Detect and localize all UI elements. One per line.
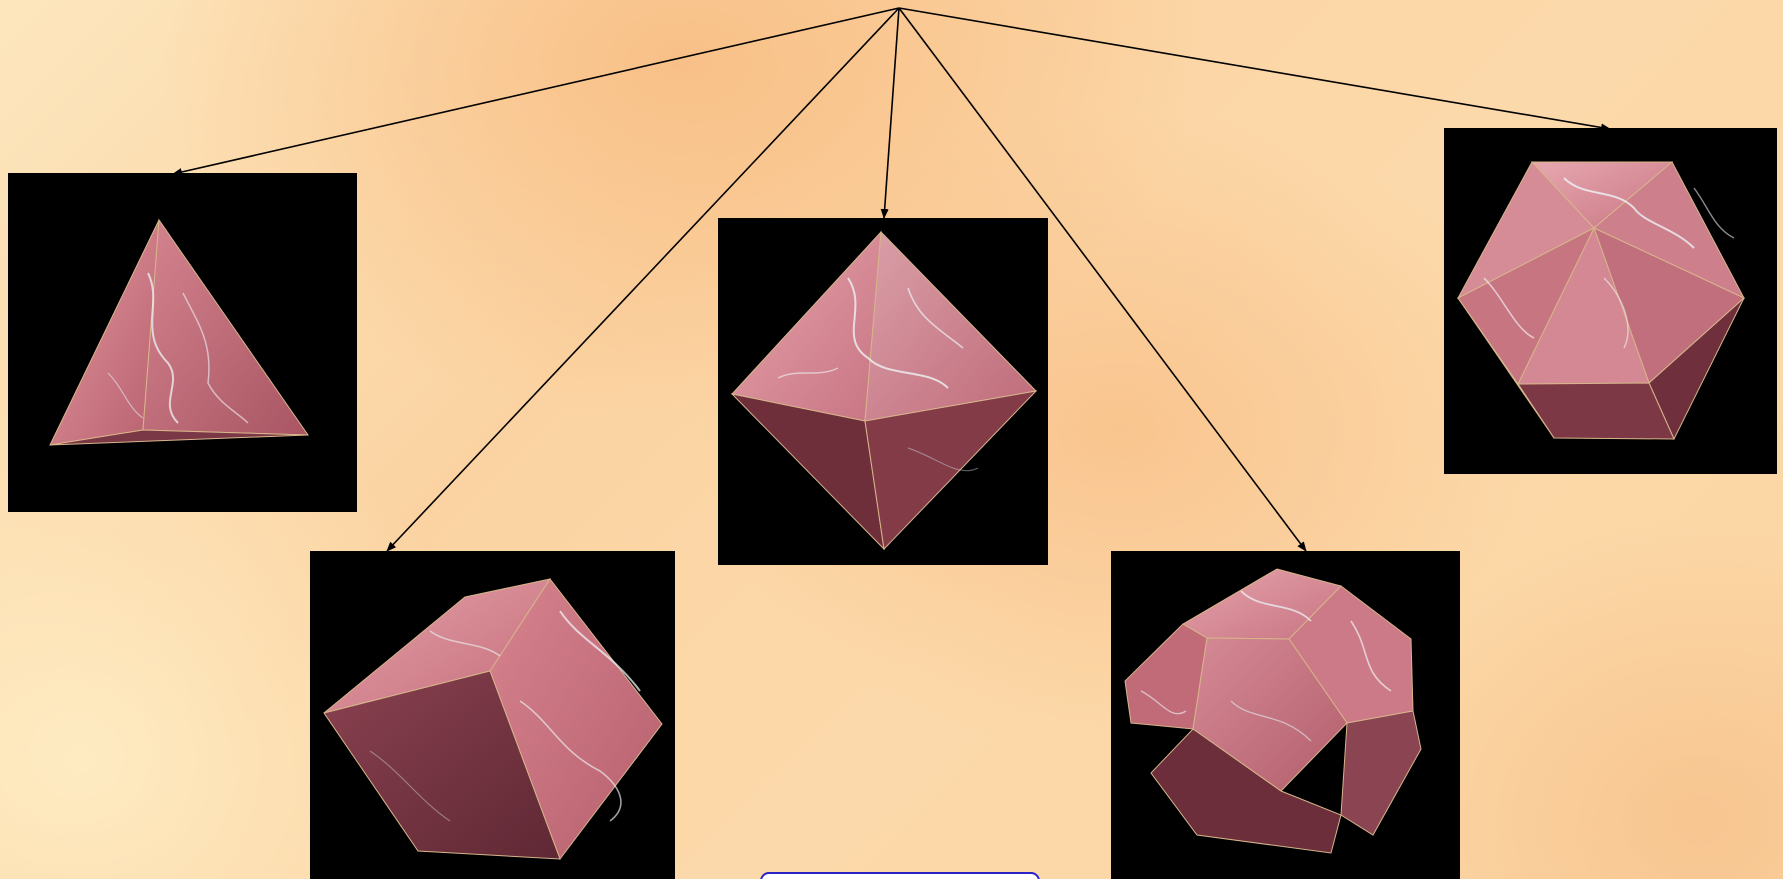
dodecahedron-panel xyxy=(1111,551,1460,879)
tetrahedron-face-left xyxy=(50,220,159,445)
octahedron-icon xyxy=(718,218,1048,565)
icosahedron-panel xyxy=(1444,128,1777,474)
bottom-button[interactable] xyxy=(760,872,1040,879)
octahedron-face-top-left xyxy=(732,232,881,421)
cube-icon xyxy=(310,551,675,879)
dodecahedron-face-lower-right xyxy=(1341,711,1421,835)
icosahedron-face-8 xyxy=(1518,383,1674,439)
tetrahedron-panel xyxy=(8,173,357,512)
dodecahedron-face-upper-left xyxy=(1125,624,1207,729)
tetrahedron-face-right xyxy=(143,220,308,435)
cube-panel xyxy=(310,551,675,879)
icosahedron-icon xyxy=(1444,128,1777,474)
tetrahedron-icon xyxy=(8,173,357,512)
connector-to-icosahedron xyxy=(899,8,1610,129)
octahedron-panel xyxy=(718,218,1048,565)
connector-to-octahedron xyxy=(884,8,899,218)
connector-to-tetrahedron xyxy=(173,8,899,174)
dodecahedron-icon xyxy=(1111,551,1460,879)
octahedron-face-top-right xyxy=(865,232,1036,421)
